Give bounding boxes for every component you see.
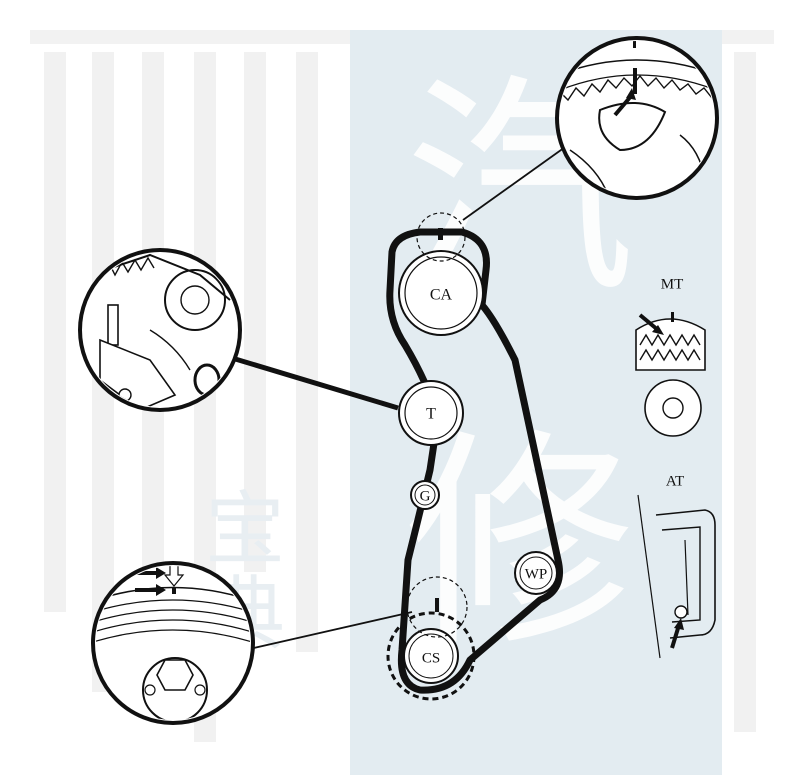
camshaft-timing-mark [416,212,466,262]
tensioner-pulley-label: T [426,406,436,423]
automatic-transmission-detail: AT [637,473,716,659]
automatic-transmission-label: AT [666,473,684,489]
water-pump-pulley-label: WP [525,566,548,582]
camshaft-pulley-label: CA [430,287,453,304]
idler-pulley: G [410,480,440,510]
watermark-small-char-1: 宝 [205,483,285,576]
belt-path [386,228,563,694]
timing-belt [386,228,563,694]
faded-text-strip-top [30,30,350,44]
manual-transmission-detail: MT [635,276,706,437]
faded-text-strip-right [722,30,774,44]
tensioner-pulley: T [398,380,464,446]
idler-pulley-label: G [420,488,431,504]
camshaft-detail-magnifier [555,36,719,200]
crankshaft-detail-magnifier [91,561,255,725]
camshaft-callout-line [462,139,576,221]
tensioner-detail-magnifier [78,248,242,412]
water-pump-pulley: WP [514,551,558,595]
crankshaft-callout-line [244,611,413,651]
manual-transmission-label: MT [661,276,684,292]
tensioner-callout-line [221,352,399,411]
crankshaft-timing-mark [406,576,468,638]
camshaft-pulley: CA [398,250,484,336]
crankshaft-pulley-label: CS [422,650,440,666]
crankshaft-pulley: CS [386,611,476,701]
